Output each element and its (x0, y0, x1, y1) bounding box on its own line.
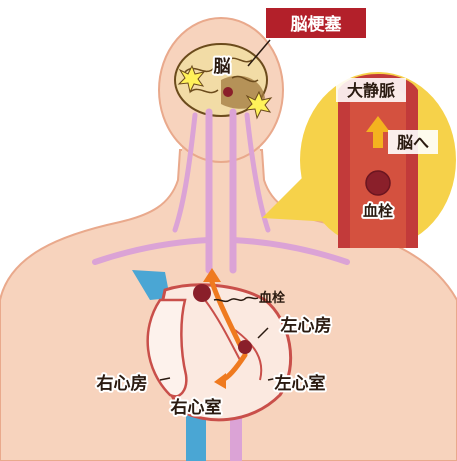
zoom-thrombus-icon (366, 171, 390, 195)
thrombus-zoom-label: 血栓 (363, 202, 393, 220)
thrombus-aorta-icon (193, 284, 211, 302)
brain-thrombus-icon (223, 87, 233, 97)
left-ventricle-label: 左心室 (275, 373, 326, 394)
thrombus-heart-label: 血栓 (259, 290, 285, 306)
brain-label: 脳 (214, 57, 231, 77)
great-vein-label: 大静脈 (347, 81, 395, 100)
stroke-label: 脳梗塞 (291, 14, 343, 35)
thrombus-left-atrium-icon (238, 340, 252, 354)
to-brain-label: 脳へ (397, 133, 429, 152)
left-atrium-label: 左心房 (281, 315, 332, 336)
right-ventricle-label: 右心室 (171, 397, 222, 418)
right-atrium-label: 右心房 (97, 373, 148, 394)
